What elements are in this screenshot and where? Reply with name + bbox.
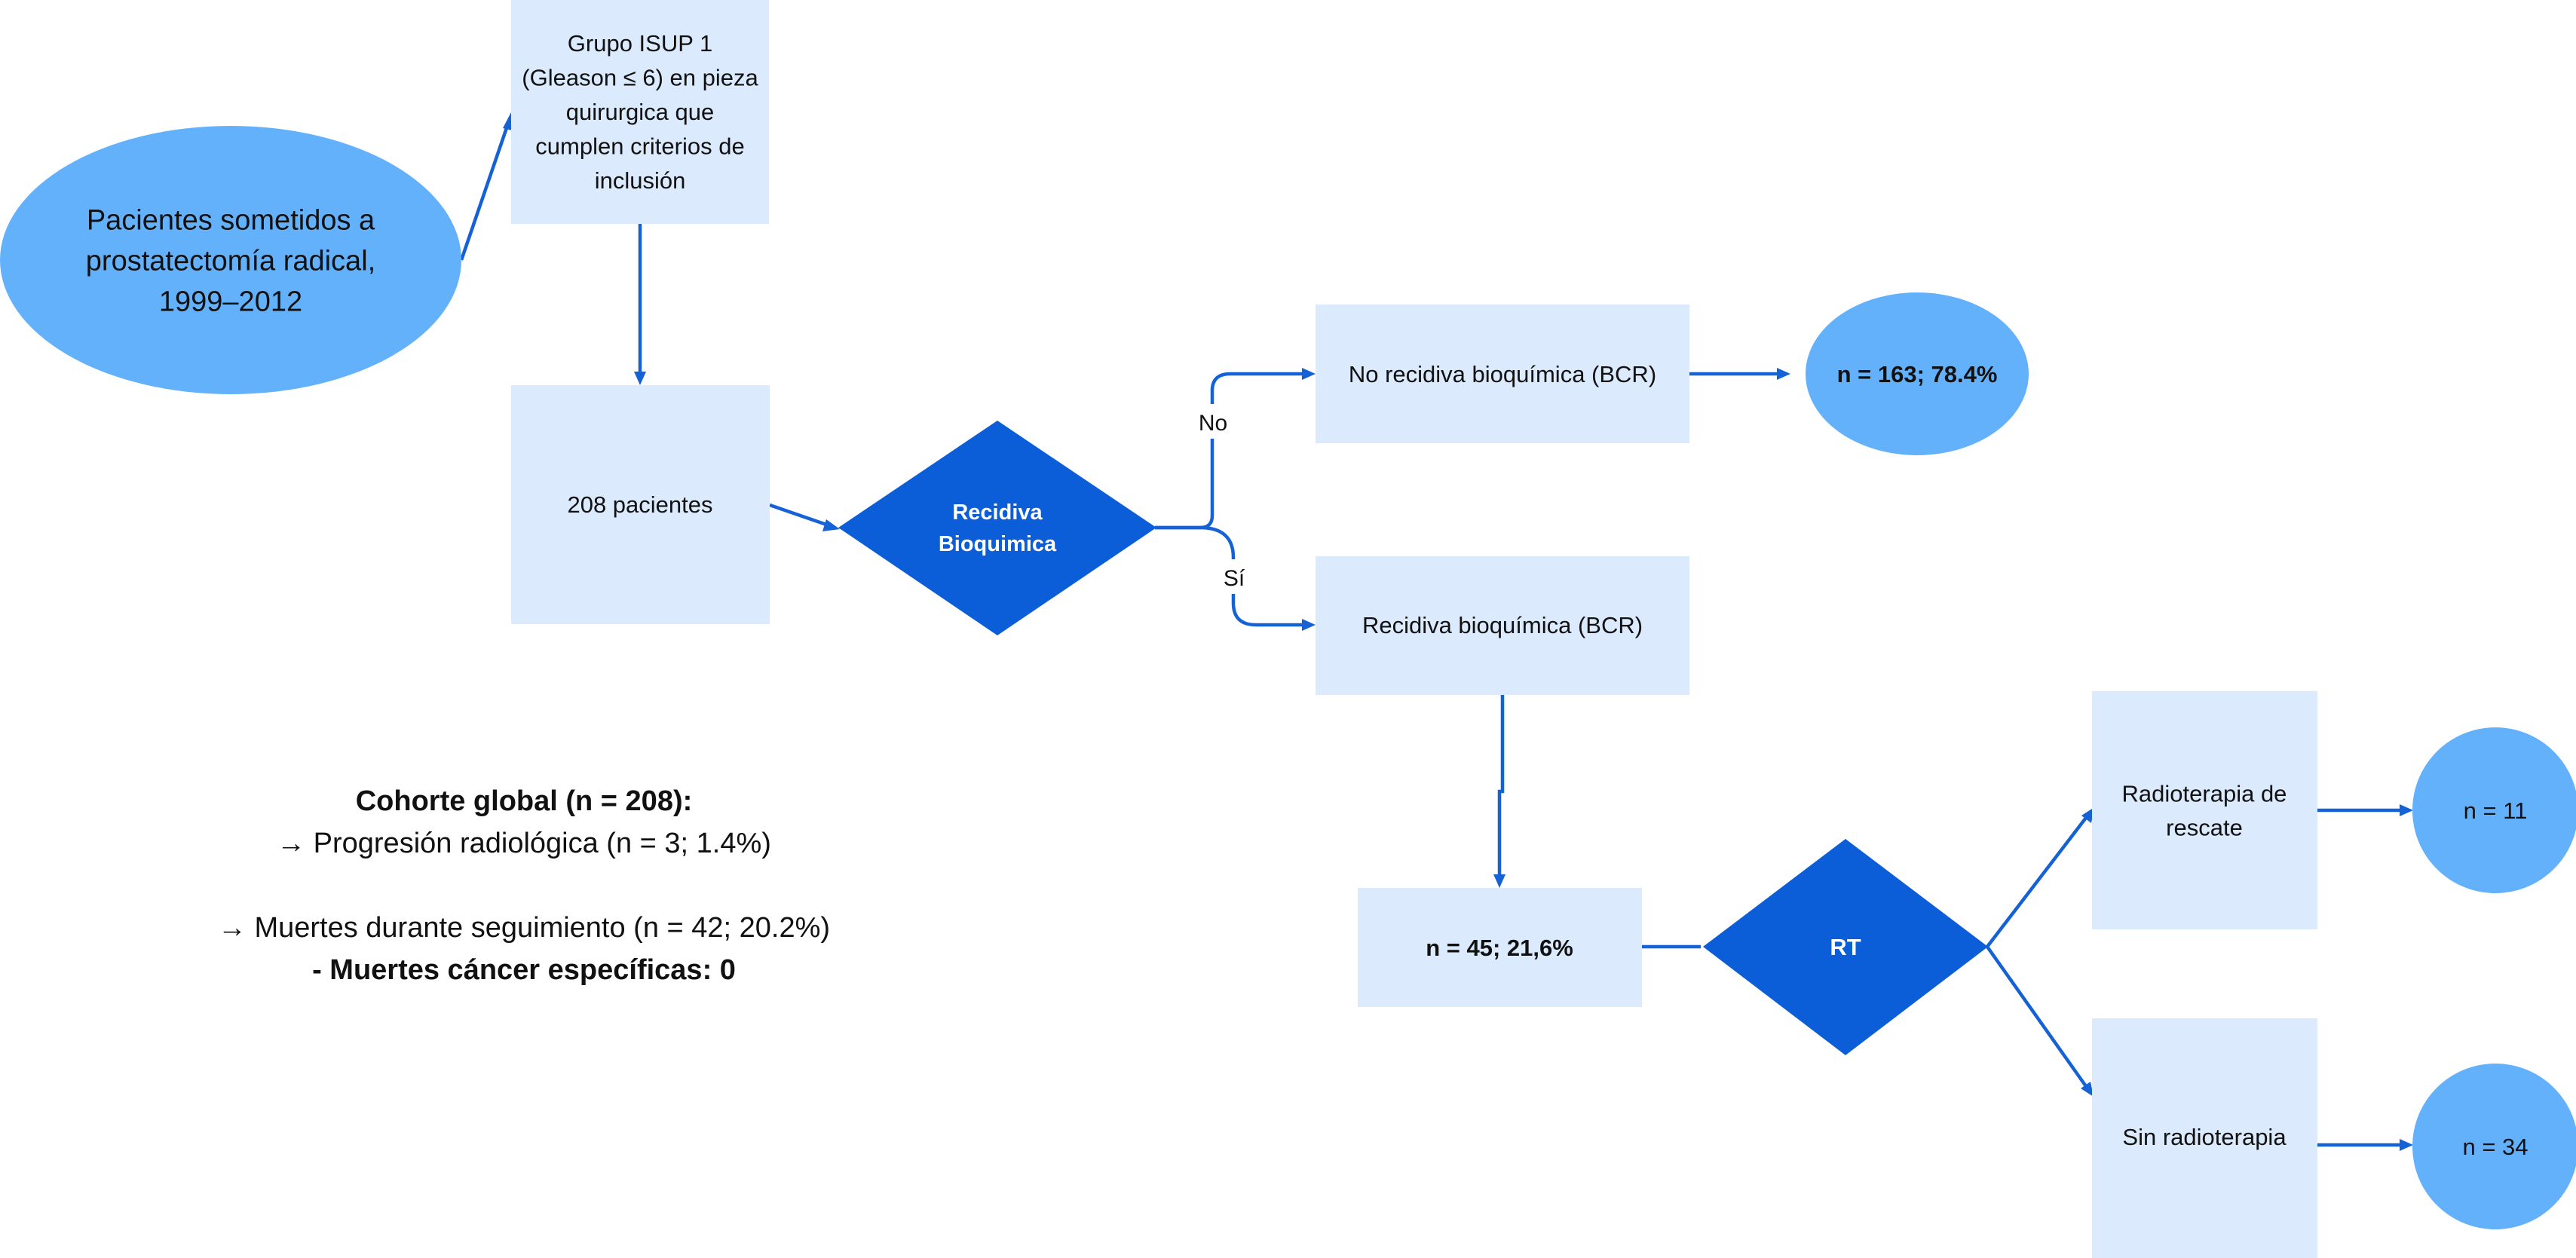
node-bcr-count: n = 45; 21,6% xyxy=(1358,888,1642,1007)
start-label: Pacientes sometidos a prostatectomía radi… xyxy=(86,204,375,317)
decision-bcr-diamond xyxy=(838,421,1156,635)
node-rt-rescue-count: n = 11 xyxy=(2412,727,2576,893)
edge-decision-to-no-bcr xyxy=(1155,372,1304,530)
edge-patients-to-decision xyxy=(769,503,832,528)
label-line: Grupo ISUP 1 xyxy=(568,30,712,57)
rt-rescue-box xyxy=(2092,691,2317,929)
edge-decision-to-bcr xyxy=(1155,525,1304,627)
label-line: No recidiva bioquímica (BCR) xyxy=(1349,361,1656,387)
arrowhead-no-bcr xyxy=(1302,368,1316,380)
no-rt-count-circle xyxy=(2412,1064,2576,1229)
label-line: Sin radioterapia xyxy=(2122,1124,2287,1150)
label-line: rescate xyxy=(2166,814,2243,840)
summary-deaths: → Muertes durante seguimiento (n = 42; 2… xyxy=(217,912,831,944)
cohort-summary: Cohorte global (n = 208): → Progresión r… xyxy=(136,780,912,991)
arrowhead-no-rt-count xyxy=(2400,1139,2413,1151)
decision-rt-diamond xyxy=(1703,839,1988,1055)
label-line: Radioterapia de xyxy=(2122,780,2287,807)
rt-rescue-label: Radioterapia de rescate xyxy=(2122,780,2287,840)
arrowhead-bcr-count xyxy=(1493,874,1505,888)
patients-box xyxy=(511,385,770,624)
label-line: Pacientes sometidos a xyxy=(87,204,375,236)
label-line: Bioquimica xyxy=(939,532,1057,556)
label-line: quirurgica que xyxy=(566,99,714,125)
summary-title: Cohorte global (n = 208): xyxy=(355,785,693,817)
label-line: Recidiva bioquímica (BCR) xyxy=(1362,612,1643,638)
arrowhead-bcr xyxy=(1302,619,1316,631)
arrowhead-rescue-count xyxy=(2400,804,2413,816)
bcr-label: Recidiva bioquímica (BCR) xyxy=(1362,612,1643,638)
label-line: 1999–2012 xyxy=(159,286,302,317)
bcr-box xyxy=(1316,556,1689,695)
summary-progression: → Progresión radiológica (n = 3; 1.4%) xyxy=(277,828,771,859)
edge-bcr-to-count xyxy=(1497,695,1505,877)
label-line: inclusión xyxy=(595,167,686,194)
bcr-count-box xyxy=(1358,888,1642,1007)
no-bcr-box xyxy=(1316,305,1689,443)
node-start: Pacientes sometidos a prostatectomía radi… xyxy=(0,126,461,394)
arrowhead-no-rt xyxy=(2081,1082,2094,1097)
rt-rescue-count-label: n = 11 xyxy=(2464,797,2528,824)
node-no-rt: Sin radioterapia xyxy=(2092,1018,2317,1258)
label-line: (Gleason ≤ 6) en pieza xyxy=(522,64,758,90)
label-line: prostatectomía radical, xyxy=(86,245,375,277)
summary-cancer-deaths: - Muertes cáncer específicas: 0 xyxy=(312,954,736,986)
label-line: 208 pacientes xyxy=(567,491,712,518)
arrowhead-no-bcr-count xyxy=(1777,368,1790,380)
node-rt-rescue: Radioterapia de rescate xyxy=(2092,691,2317,929)
label-line: cumplen criterios de xyxy=(535,133,744,159)
edge-label-yes-bg xyxy=(1215,559,1253,594)
isup-box xyxy=(511,0,769,224)
no-rt-box xyxy=(2092,1018,2317,1258)
node-no-rt-count: n = 34 xyxy=(2412,1064,2576,1229)
label-line: n = 11 xyxy=(2464,797,2528,824)
node-no-bcr-count: n = 163; 78.4% xyxy=(1806,292,2029,455)
arrowhead-decision xyxy=(822,519,840,531)
edge-label-yes: Sí xyxy=(1224,566,1245,591)
node-decision-rt: RT xyxy=(1703,839,1988,1055)
node-patients: 208 pacientes xyxy=(511,385,770,624)
no-bcr-count-oval xyxy=(1806,292,2029,455)
node-isup: Grupo ISUP 1 (Gleason ≤ 6) en pieza quirur… xyxy=(511,0,769,224)
label-line: n = 163; 78.4% xyxy=(1837,361,1998,387)
edge-label-no-bg xyxy=(1191,404,1235,439)
bcr-count-label: n = 45; 21,6% xyxy=(1426,935,1573,961)
summary-spacer xyxy=(136,865,912,907)
isup-label: Grupo ISUP 1 (Gleason ≤ 6) en pieza quirur… xyxy=(522,30,758,194)
no-bcr-label: No recidiva bioquímica (BCR) xyxy=(1349,361,1656,387)
arrowhead-patients xyxy=(634,372,646,385)
start-oval xyxy=(0,126,461,394)
label-line: n = 45; 21,6% xyxy=(1426,935,1573,961)
node-bcr: Recidiva bioquímica (BCR) xyxy=(1316,556,1689,695)
patients-label: 208 pacientes xyxy=(567,491,712,518)
label-line: n = 34 xyxy=(2462,1134,2528,1160)
arrowhead-rescue xyxy=(2081,807,2094,823)
no-bcr-count-label: n = 163; 78.4% xyxy=(1837,361,1998,387)
edge-rt-to-rescue xyxy=(1986,813,2090,948)
no-rt-count-label: n = 34 xyxy=(2462,1134,2528,1160)
node-no-bcr: No recidiva bioquímica (BCR) xyxy=(1316,305,1689,443)
label-line: RT xyxy=(1830,934,1861,960)
edges xyxy=(459,111,2413,1151)
no-rt-label: Sin radioterapia xyxy=(2122,1124,2287,1150)
edge-label-no: No xyxy=(1199,411,1227,436)
edge-rt-to-no-rt xyxy=(1986,945,2089,1090)
label-line: Recidiva xyxy=(952,500,1043,525)
rt-rescue-count-circle xyxy=(2412,727,2576,893)
decision-rt-label: RT xyxy=(1830,934,1861,960)
edge-start-to-isup xyxy=(459,118,512,261)
